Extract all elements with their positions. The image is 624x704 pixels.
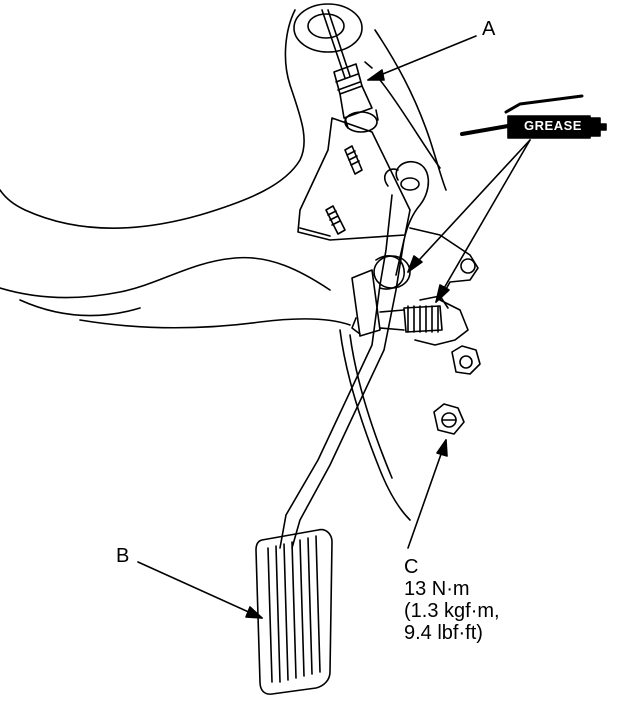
torque-spec-lbfft: 9.4 lbf·ft): [404, 622, 483, 644]
stud-lower: [325, 205, 346, 235]
nut-upper: [451, 345, 481, 375]
nut-c: [433, 403, 465, 435]
mounting-plate: [297, 117, 411, 241]
torque-spec: 13 N·m (1.3 kgf·m, 9.4 lbf·ft): [404, 578, 500, 644]
grease-gun-icon: [460, 94, 607, 139]
torque-spec-kgfm: (1.3 kgf·m,: [404, 600, 500, 622]
callout-c-label: C: [404, 556, 419, 578]
leader-grease-2: [435, 139, 531, 303]
stud-upper: [344, 145, 363, 175]
grease-label: GREASE: [524, 118, 582, 133]
part-b-pedal-pad: [255, 528, 333, 695]
torque-spec-nm: 13 N·m: [404, 578, 470, 600]
leader-c: [407, 439, 448, 549]
body-panel: [0, 9, 447, 521]
callout-b-label: B: [116, 545, 130, 567]
pedal-bracket: [351, 227, 479, 346]
leader-grease-1: [407, 139, 531, 273]
cable-boss: [293, 3, 363, 79]
leader-b: [137, 561, 263, 619]
pedal-arm: [279, 160, 430, 549]
callout-a-label: A: [482, 18, 496, 40]
leader-a: [367, 35, 477, 81]
